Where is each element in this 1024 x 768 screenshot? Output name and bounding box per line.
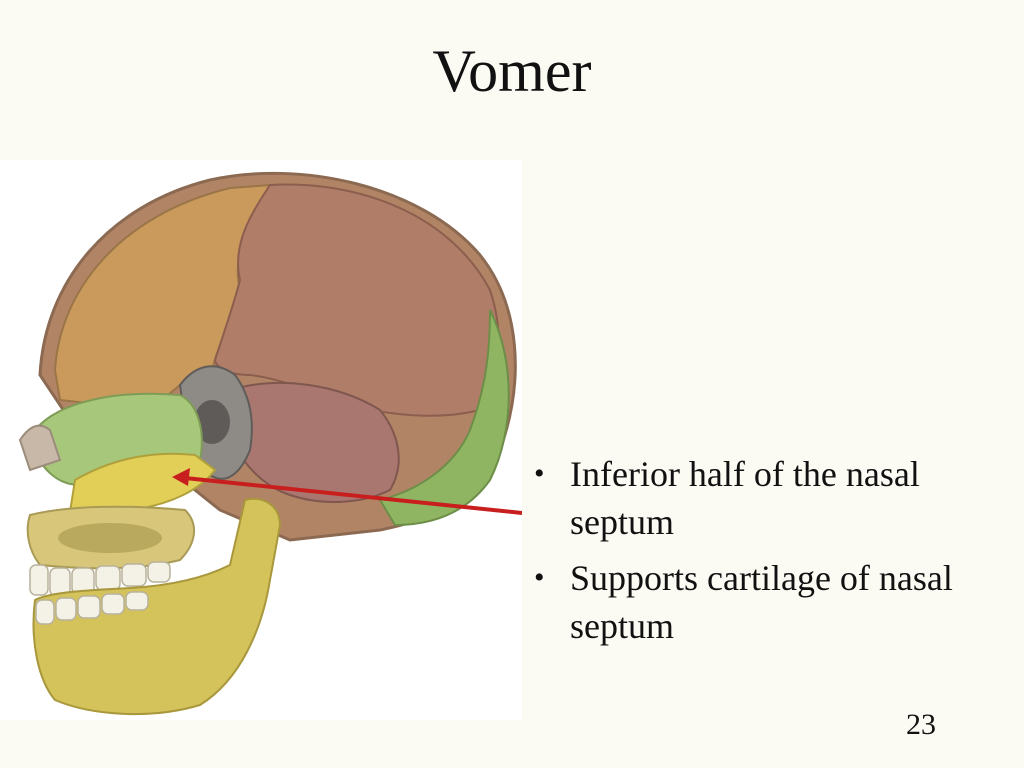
page-number: 23 bbox=[906, 708, 936, 741]
bullet-item: • Inferior half of the nasal septum bbox=[528, 450, 998, 546]
vomer-bone bbox=[68, 452, 217, 514]
slide-title: Vomer bbox=[432, 38, 592, 104]
skull-svg bbox=[18, 171, 522, 716]
bullet-dot: • bbox=[534, 561, 545, 594]
temporal-bone bbox=[229, 381, 400, 503]
nasal-bone bbox=[18, 424, 62, 472]
pointer-arrow-line bbox=[184, 476, 522, 515]
occipital-bone bbox=[378, 309, 510, 527]
bullet-list: • Inferior half of the nasal septum • Su… bbox=[528, 450, 998, 658]
bullet-text: Supports cartilage of nasal septum bbox=[570, 558, 953, 646]
bullet-text: Inferior half of the nasal septum bbox=[570, 454, 920, 542]
skull-illustration bbox=[0, 160, 522, 720]
maxillary-cavity bbox=[58, 523, 162, 553]
upper-teeth bbox=[29, 561, 171, 597]
bullet-item: • Supports cartilage of nasal septum bbox=[528, 554, 998, 650]
sphenoid-sinus bbox=[194, 400, 230, 444]
lower-teeth bbox=[35, 591, 149, 625]
mandible-bone bbox=[32, 497, 282, 716]
bullet-dot: • bbox=[534, 457, 545, 490]
pointer-arrow-head bbox=[172, 468, 190, 486]
